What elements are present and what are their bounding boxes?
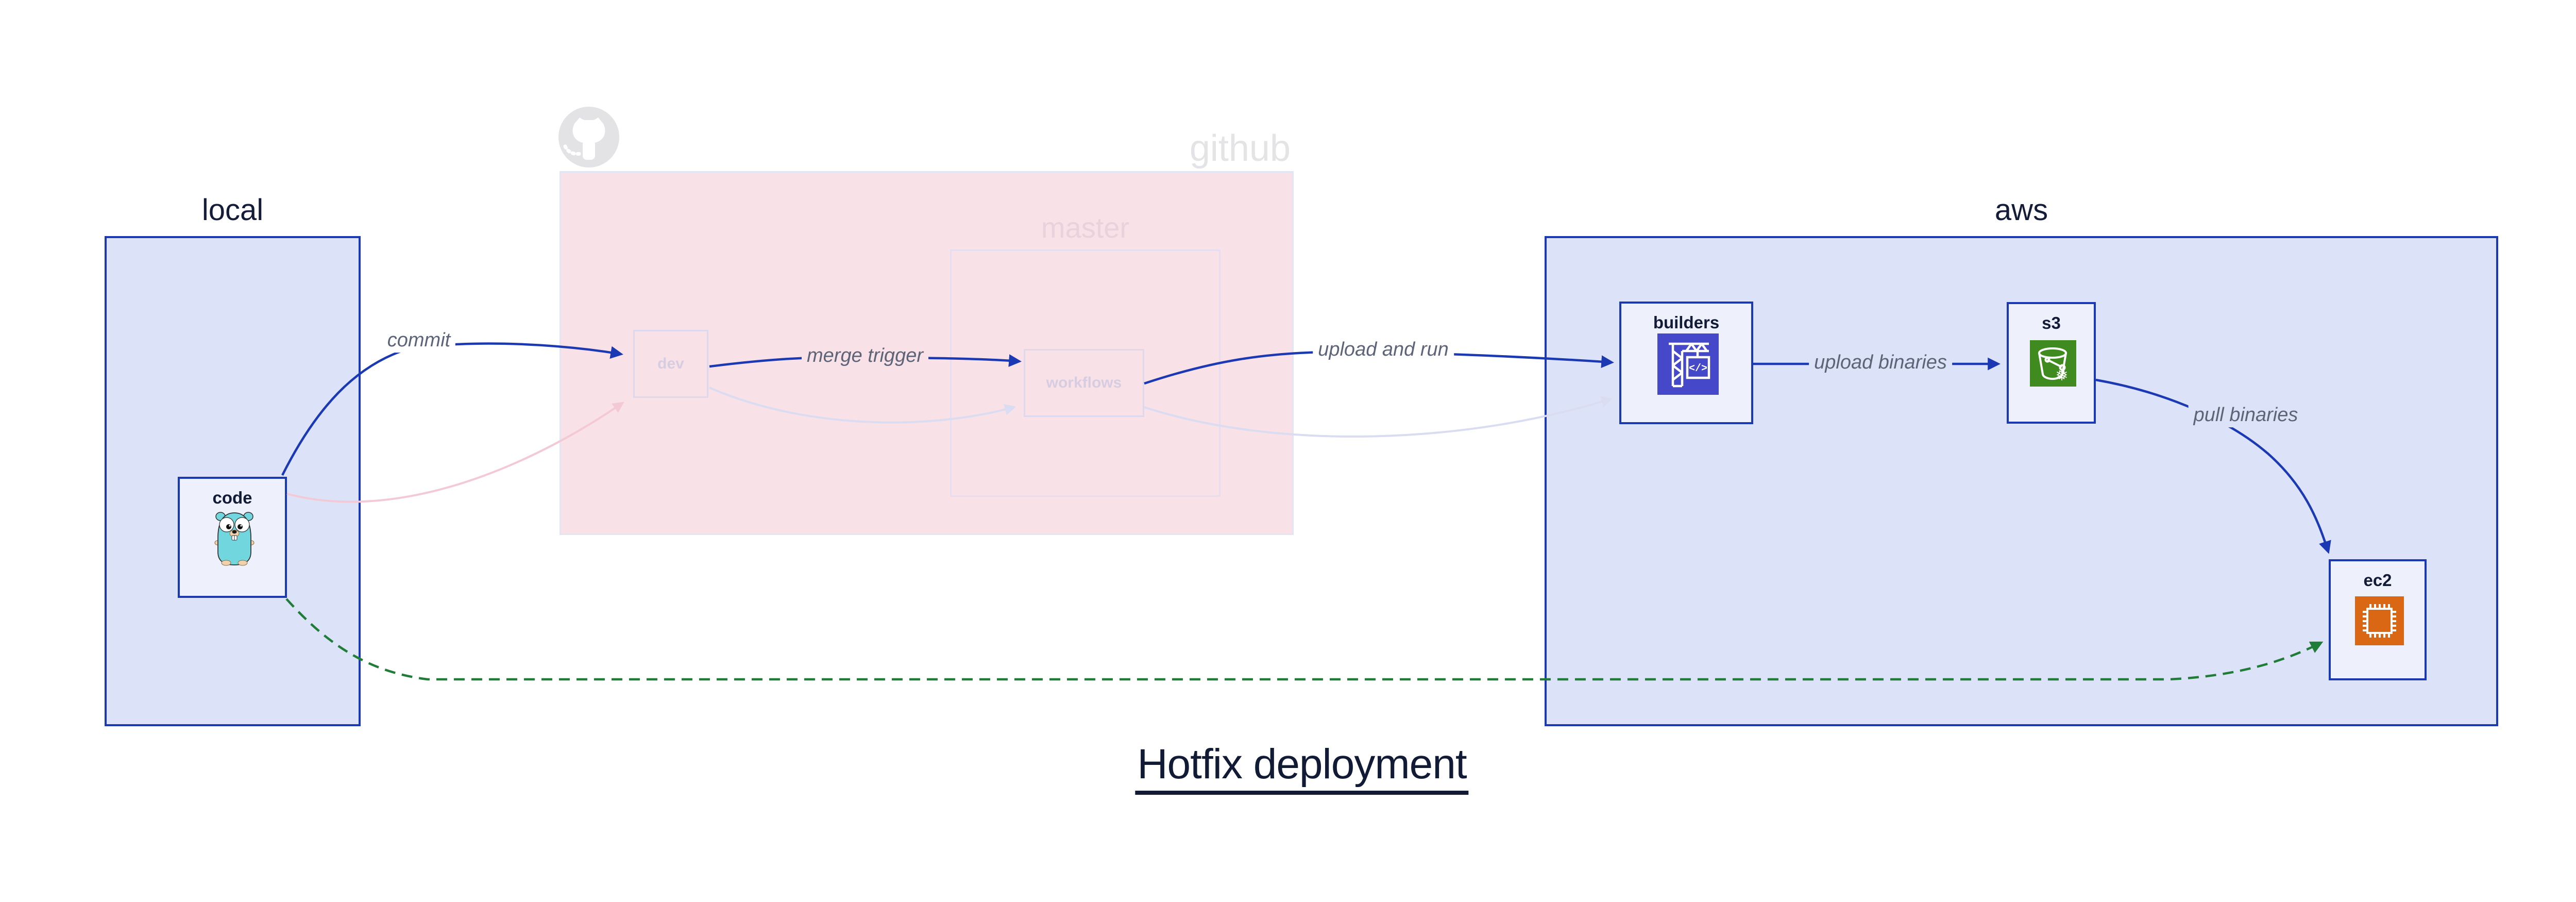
node-builders: builders </> (1619, 302, 1753, 424)
edge-faded-dev-to-workflows (709, 387, 1016, 424)
node-workflows: workflows (1024, 349, 1144, 417)
local-zone-label: local (201, 193, 264, 227)
github-zone-label: github (1189, 128, 1291, 169)
ec2-chip-icon (2355, 596, 2404, 645)
edge-pull-binaries (2095, 378, 2331, 554)
edge-label-upload-and-run: upload and run (1313, 338, 1454, 362)
diagram-title: Hotfix deployment (1135, 743, 1469, 795)
master-branch-label: master (1041, 211, 1130, 244)
node-s3: s3 ❅ (2007, 302, 2096, 424)
aws-zone-label: aws (1994, 193, 2048, 227)
snowflake-glyph: ❅ (2055, 367, 2068, 384)
edge-faded-code-to-dev (286, 402, 624, 503)
codebuild-crane-icon: </> (1657, 333, 1719, 395)
github-octocat-icon (558, 107, 619, 168)
node-ec2-label: ec2 (2363, 571, 2392, 590)
go-gopher-icon (214, 512, 255, 566)
node-s3-label: s3 (2042, 313, 2061, 332)
edge-hotfix-dashed (285, 598, 2324, 681)
node-dev: dev (633, 330, 708, 398)
node-builders-label: builders (1653, 313, 1720, 332)
master-branch-box (950, 249, 1221, 497)
codebuild-icon-code-glyph: </> (1689, 363, 1707, 375)
edge-label-pull-binaries: pull binaries (2188, 404, 2303, 427)
node-code: code (178, 477, 287, 598)
edge-label-upload-binaries: upload binaries (1809, 351, 1952, 375)
edge-label-commit: commit (382, 329, 456, 353)
edge-commit (281, 342, 623, 476)
node-ec2: ec2 (2329, 559, 2427, 680)
node-workflows-label: workflows (1046, 374, 1122, 391)
node-dev-label: dev (657, 355, 684, 372)
edge-label-merge-trigger: merge trigger (802, 344, 928, 368)
edge-faded-workflows-to-builders (1144, 396, 1613, 438)
node-code-label: code (212, 488, 252, 507)
s3-bucket-snowflake-icon: ❅ (2030, 340, 2076, 387)
